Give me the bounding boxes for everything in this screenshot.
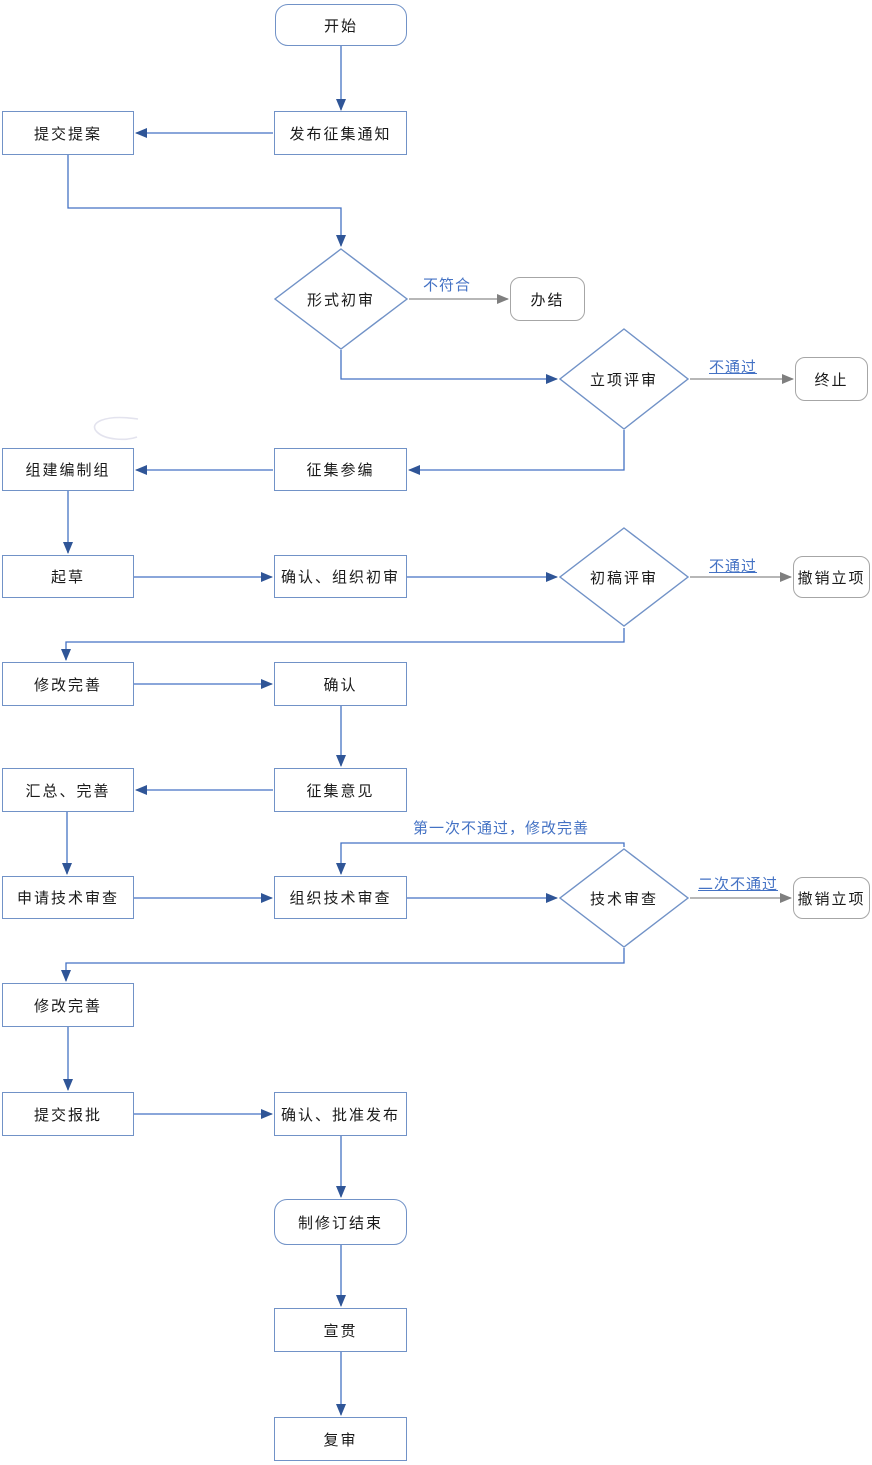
node-close-case: 办结 [510,277,585,321]
node-label: 申请技术审查 [16,890,119,907]
edge-format-review-to-project-review [340,350,558,384]
node-confirm: 确认 [274,662,407,706]
node-label: 立项评审 [589,371,658,389]
node-revise-improve-1: 修改完善 [2,662,134,706]
node-label: 撤销立项 [797,569,866,587]
node-collect-opinions: 征集意见 [274,768,407,812]
node-label: 发布征集通知 [289,125,392,143]
node-format-review: 形式初审 [274,248,408,350]
node-label: 提交提案 [33,125,102,143]
node-label: 办结 [530,291,565,309]
node-label: 修改完善 [33,997,102,1015]
node-revision-end: 制修订结束 [274,1199,407,1245]
node-cancel-project-1: 撤销立项 [793,556,870,598]
node-apply-tech-review: 申请技术审查 [2,876,134,919]
node-summarize-improve: 汇总、完善 [2,768,134,812]
node-label: 初稿评审 [589,569,658,587]
edge-tech-review-to-revise2 [61,948,625,982]
node-label: 形式初审 [306,291,375,309]
node-label: 制修订结束 [297,1214,383,1232]
node-revise-improve-2: 修改完善 [2,983,134,1027]
node-collect-participants: 征集参编 [274,448,407,491]
edge-label-not-pass-project: 不通过 [709,359,758,376]
diamond-shape [274,248,408,350]
node-first-draft-review: 初稿评审 [559,527,689,627]
node-label: 征集意见 [306,782,375,800]
node-tech-review: 技术审查 [559,848,689,948]
node-label: 组建编制组 [25,462,111,479]
node-label: 提交报批 [33,1106,102,1124]
stray-mark [93,416,139,441]
node-confirm-approve-publish: 确认、批准发布 [274,1092,407,1136]
node-publish-notice: 发布征集通知 [274,111,407,155]
edge-label-first-fail: 第一次不通过，修改完善 [413,820,590,837]
node-label: 终止 [814,371,849,389]
node-submit-approval: 提交报批 [2,1092,134,1136]
node-label: 修改完善 [33,676,102,694]
node-terminate: 终止 [795,357,868,401]
node-organize-tech-review: 组织技术审查 [274,876,407,919]
node-promote: 宣贯 [274,1308,407,1352]
node-label: 技术审查 [589,890,658,908]
node-cancel-project-2: 撤销立项 [793,877,870,919]
node-label: 起草 [50,569,85,586]
edge-submit-to-format-review [67,155,346,247]
node-label: 开始 [323,17,358,35]
node-label: 复审 [323,1431,358,1449]
node-confirm-org-review: 确认、组织初审 [274,555,407,598]
node-label: 宣贯 [323,1322,358,1340]
edge-project-review-to-collect-participants [408,430,625,475]
node-label: 确认、批准发布 [280,1106,400,1124]
diamond-shape [559,328,689,430]
edge-label-second-fail: 二次不通过 [698,876,779,893]
edge-label-not-conform: 不符合 [423,277,472,294]
node-label: 确认 [323,676,358,694]
node-start: 开始 [275,4,407,46]
diamond-shape [559,527,689,627]
node-form-group: 组建编制组 [2,448,134,491]
node-submit-proposal: 提交提案 [2,111,134,155]
edge-label-not-pass-draft: 不通过 [709,558,758,575]
node-label: 组织技术审查 [289,890,392,907]
node-label: 确认、组织初审 [280,569,400,586]
node-label: 汇总、完善 [25,782,111,800]
node-draft: 起草 [2,555,134,598]
node-label: 征集参编 [306,462,375,479]
edge-first-draft-review-to-revise1 [61,628,625,661]
node-project-review: 立项评审 [559,328,689,430]
node-final-review: 复审 [274,1417,407,1461]
node-label: 撤销立项 [797,890,866,908]
